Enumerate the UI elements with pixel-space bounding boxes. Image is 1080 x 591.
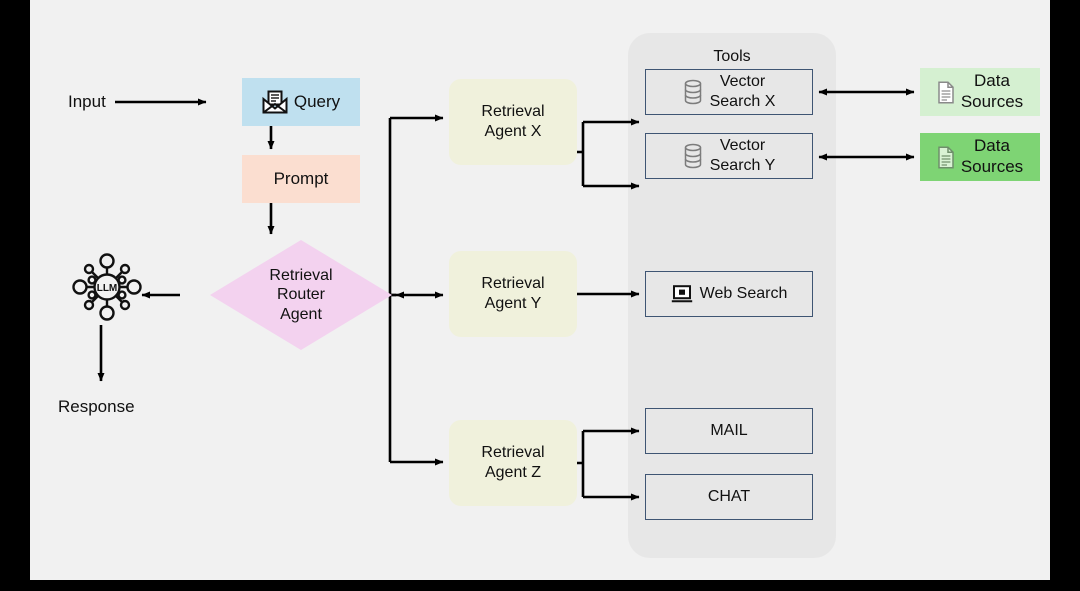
tool-mail[interactable]: MAIL: [645, 408, 813, 454]
tool-vector-search-y-label: Vector Search Y: [710, 136, 776, 175]
agent-z-line2: Agent Z: [484, 464, 541, 481]
input-label: Input: [68, 91, 106, 111]
router-label-line1: Retrieval: [269, 266, 333, 284]
vector-x-line2: Search X: [709, 93, 776, 110]
agent-z-line1: Retrieval: [481, 444, 545, 462]
tool-vector-search-x[interactable]: Vector Search X: [645, 69, 813, 115]
agent-y-line1: Retrieval: [481, 275, 545, 293]
tool-web-search-label: Web Search: [699, 285, 788, 303]
data-sources-2-label: Data Sources: [961, 136, 1023, 177]
retrieval-router-agent-node[interactable]: Retrieval Router Agent: [210, 240, 392, 350]
agent-x-line1: Retrieval: [481, 103, 545, 121]
llm-network-icon: LLM: [70, 250, 144, 324]
tool-chat[interactable]: CHAT: [645, 474, 813, 520]
monitor-icon: [671, 284, 693, 304]
vector-y-line1: Vector: [719, 137, 766, 155]
llm-icon-label: LLM: [97, 283, 118, 294]
router-label-line2: Router: [276, 286, 325, 304]
agent-y-line2: Agent Y: [484, 295, 542, 312]
ds1-line2: Sources: [960, 92, 1024, 111]
ds2-line1: Data: [974, 136, 1010, 156]
query-box[interactable]: Query: [242, 78, 360, 126]
database-icon: [683, 143, 703, 169]
tool-web-search[interactable]: Web Search: [645, 271, 813, 317]
database-icon: [683, 79, 703, 105]
tool-vector-search-x-label: Vector Search X: [710, 72, 776, 111]
vector-y-line2: Search Y: [709, 157, 776, 174]
retrieval-agent-x[interactable]: Retrieval Agent X: [449, 79, 577, 165]
diagram-canvas: Tools: [30, 0, 1050, 580]
response-label: Response: [58, 396, 135, 416]
envelope-document-icon: [262, 90, 288, 114]
prompt-box[interactable]: Prompt: [242, 155, 360, 203]
vector-x-line1: Vector: [719, 73, 766, 91]
agent-x-line2: Agent X: [484, 123, 542, 140]
document-icon: [937, 80, 955, 104]
ds1-line1: Data: [974, 71, 1010, 91]
tools-title: Tools: [713, 48, 751, 66]
router-label-line3: Agent: [280, 305, 322, 323]
document-icon: [937, 145, 955, 169]
ds2-line2: Sources: [960, 157, 1024, 176]
data-sources-2[interactable]: Data Sources: [920, 133, 1040, 181]
retrieval-agent-z[interactable]: Retrieval Agent Z: [449, 420, 577, 506]
tools-container: [628, 33, 836, 558]
tool-vector-search-y[interactable]: Vector Search Y: [645, 133, 813, 179]
data-sources-1-label: Data Sources: [961, 71, 1023, 112]
router-label: Retrieval Router Agent: [269, 266, 332, 325]
data-sources-1[interactable]: Data Sources: [920, 68, 1040, 116]
retrieval-agent-y[interactable]: Retrieval Agent Y: [449, 251, 577, 337]
query-label: Query: [293, 91, 341, 111]
